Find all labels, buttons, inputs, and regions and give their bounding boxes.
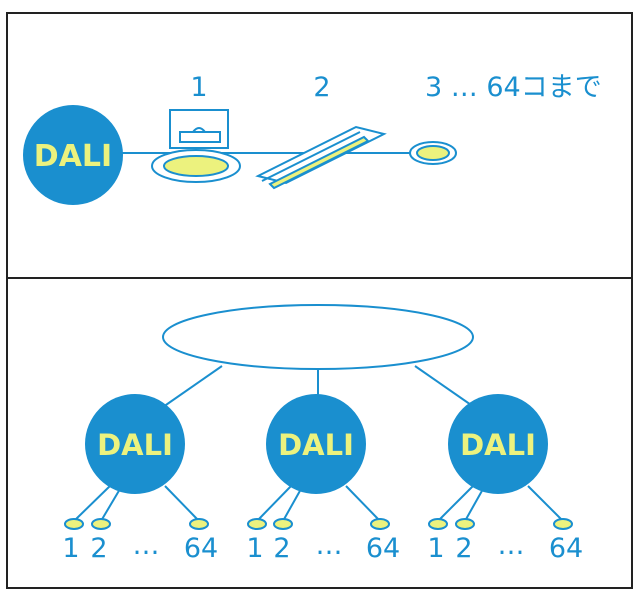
lamp-dot [247, 518, 267, 530]
lamp-address-last: 64 [366, 533, 400, 564]
dali-node-label: DALI [278, 428, 354, 462]
downlight-icon [151, 109, 241, 183]
lamp-dot [91, 518, 111, 530]
linear-light-icon [255, 125, 387, 190]
dali-node [448, 394, 548, 494]
hub-link-3 [414, 365, 475, 408]
lamp-dot [553, 518, 573, 530]
dali-group-1: DALI 1 2 … 64 [62, 394, 218, 564]
lamp-address-first: 1 [62, 533, 79, 564]
lamp-dot [455, 518, 475, 530]
dali-group-3: DALI 1 2 … 64 [427, 394, 583, 564]
dali-node [266, 394, 366, 494]
lamp-dot [64, 518, 84, 530]
dali-node-label: DALI [97, 428, 173, 462]
lamp-address-second: 2 [90, 533, 107, 564]
network-hub [162, 304, 474, 370]
lamp-address-ellipsis: … [498, 530, 525, 561]
lamp-address-first: 1 [246, 533, 263, 564]
address-label-max: 3 … 64コまで [425, 72, 602, 103]
lamp-dot [189, 518, 209, 530]
small-light-icon [409, 141, 457, 165]
dali-group-2: DALI 1 2 … 64 [246, 394, 400, 564]
lamp-address-second: 2 [273, 533, 290, 564]
bottom-panel [6, 277, 633, 589]
lamp-address-first: 1 [427, 533, 444, 564]
lamp-dot [428, 518, 448, 530]
address-label-2: 2 [313, 72, 330, 103]
lamp-address-ellipsis: … [316, 530, 343, 561]
dali-controller [23, 105, 123, 205]
lamp-dot [273, 518, 293, 530]
hub-link-1 [162, 365, 223, 408]
lamp-dot [370, 518, 390, 530]
lamp-address-last: 64 [184, 533, 218, 564]
dali-node [85, 394, 185, 494]
lamp-address-ellipsis: … [133, 530, 160, 561]
lamp-address-second: 2 [455, 533, 472, 564]
dali-node-label: DALI [460, 428, 536, 462]
address-label-1: 1 [190, 72, 207, 103]
lamp-address-last: 64 [549, 533, 583, 564]
dali-controller-label: DALI [34, 139, 112, 174]
